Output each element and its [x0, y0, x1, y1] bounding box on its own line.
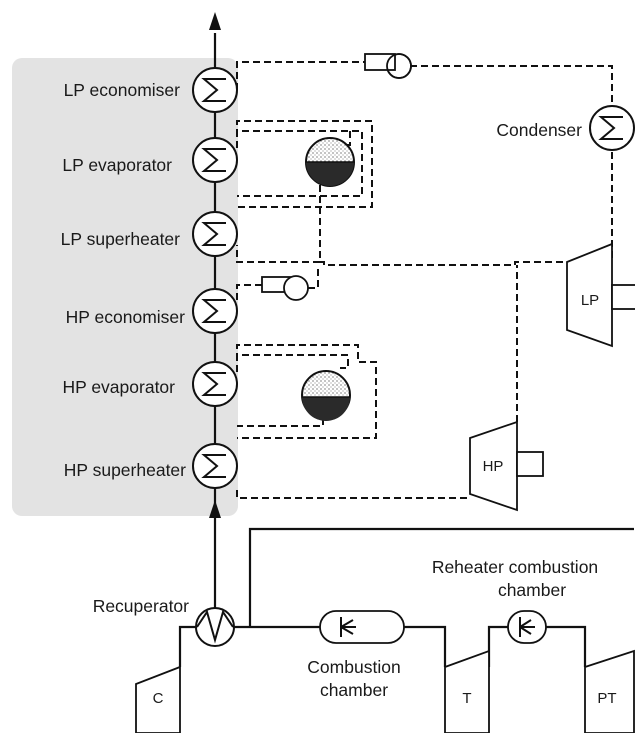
label-reheater-line2: chamber [498, 580, 566, 600]
label-reheater-line1: Reheater combustion [432, 557, 598, 577]
hx-hp-economiser [192, 288, 238, 334]
pipe-hp-pump-out [308, 268, 319, 289]
label-combustion-chamber-2: chamber [320, 680, 388, 700]
gas-turbine-to-reheater [487, 625, 508, 667]
label-compressor: C [153, 690, 164, 707]
gas-compressor-to-recuperator [178, 625, 196, 667]
pipe-lp-economiser-feed [236, 61, 365, 90]
pipe-hp-evap-loop-outer [236, 344, 377, 439]
label-hp-evaporator: HP evaporator [62, 377, 175, 397]
power-turbine [584, 649, 635, 733]
label-hp-economiser: HP economiser [66, 307, 185, 327]
hx-lp-superheater [192, 211, 238, 257]
label-lp-turbine: LP [581, 292, 599, 309]
label-turbine: T [462, 690, 471, 707]
hrsg-panel [12, 58, 238, 516]
condenser [589, 105, 635, 151]
hx-hp-superheater [192, 443, 238, 489]
pipe-hp-pump [236, 284, 262, 300]
pipe-lp-superheater-out [320, 261, 567, 266]
label-hp-superheater: HP superheater [64, 460, 186, 480]
pipe-hp-superheater-out [236, 490, 470, 499]
gas-cc-to-turbine [404, 625, 447, 667]
lp-feed-pump [364, 53, 412, 79]
hx-lp-economiser [192, 67, 238, 113]
label-lp-economiser: LP economiser [64, 80, 181, 100]
compressor [135, 665, 181, 733]
turbine [444, 649, 490, 733]
hx-lp-evaporator [192, 137, 238, 183]
hp-drum [301, 370, 351, 421]
hx-hp-evaporator [192, 361, 238, 407]
reheater-combustion-chamber [507, 610, 547, 644]
pipe-hp-drum-down [237, 418, 324, 427]
hp-feed-pump [261, 275, 309, 301]
combustion-chamber [319, 610, 405, 644]
hp-turbine [469, 420, 544, 512]
gas-reheater-to-pt [546, 625, 587, 667]
pipe-lp-evap-loop-outer [236, 120, 373, 208]
exhaust-arrow [209, 12, 221, 30]
label-lp-evaporator: LP evaporator [62, 155, 172, 175]
label-combustion-chamber-1: Combustion [307, 657, 400, 677]
gas-recuperator-loop [248, 527, 634, 627]
label-power-turbine: PT [597, 690, 616, 707]
label-condenser: Condenser [496, 120, 582, 140]
label-recuperator: Recuperator [93, 596, 189, 616]
lp-turbine [566, 242, 635, 348]
recuperator [195, 607, 235, 647]
lp-drum [305, 137, 355, 187]
label-hp-turbine: HP [483, 458, 504, 475]
pipe-pump-to-condenser [410, 65, 613, 105]
pipe-hp-evap-loop-inner [236, 354, 349, 372]
hrsg-inlet-arrow [209, 500, 221, 518]
pipe-lp-drum-downcomer [236, 185, 321, 263]
label-lp-superheater: LP superheater [61, 229, 181, 249]
pipe-condenser-to-lp [567, 152, 613, 263]
